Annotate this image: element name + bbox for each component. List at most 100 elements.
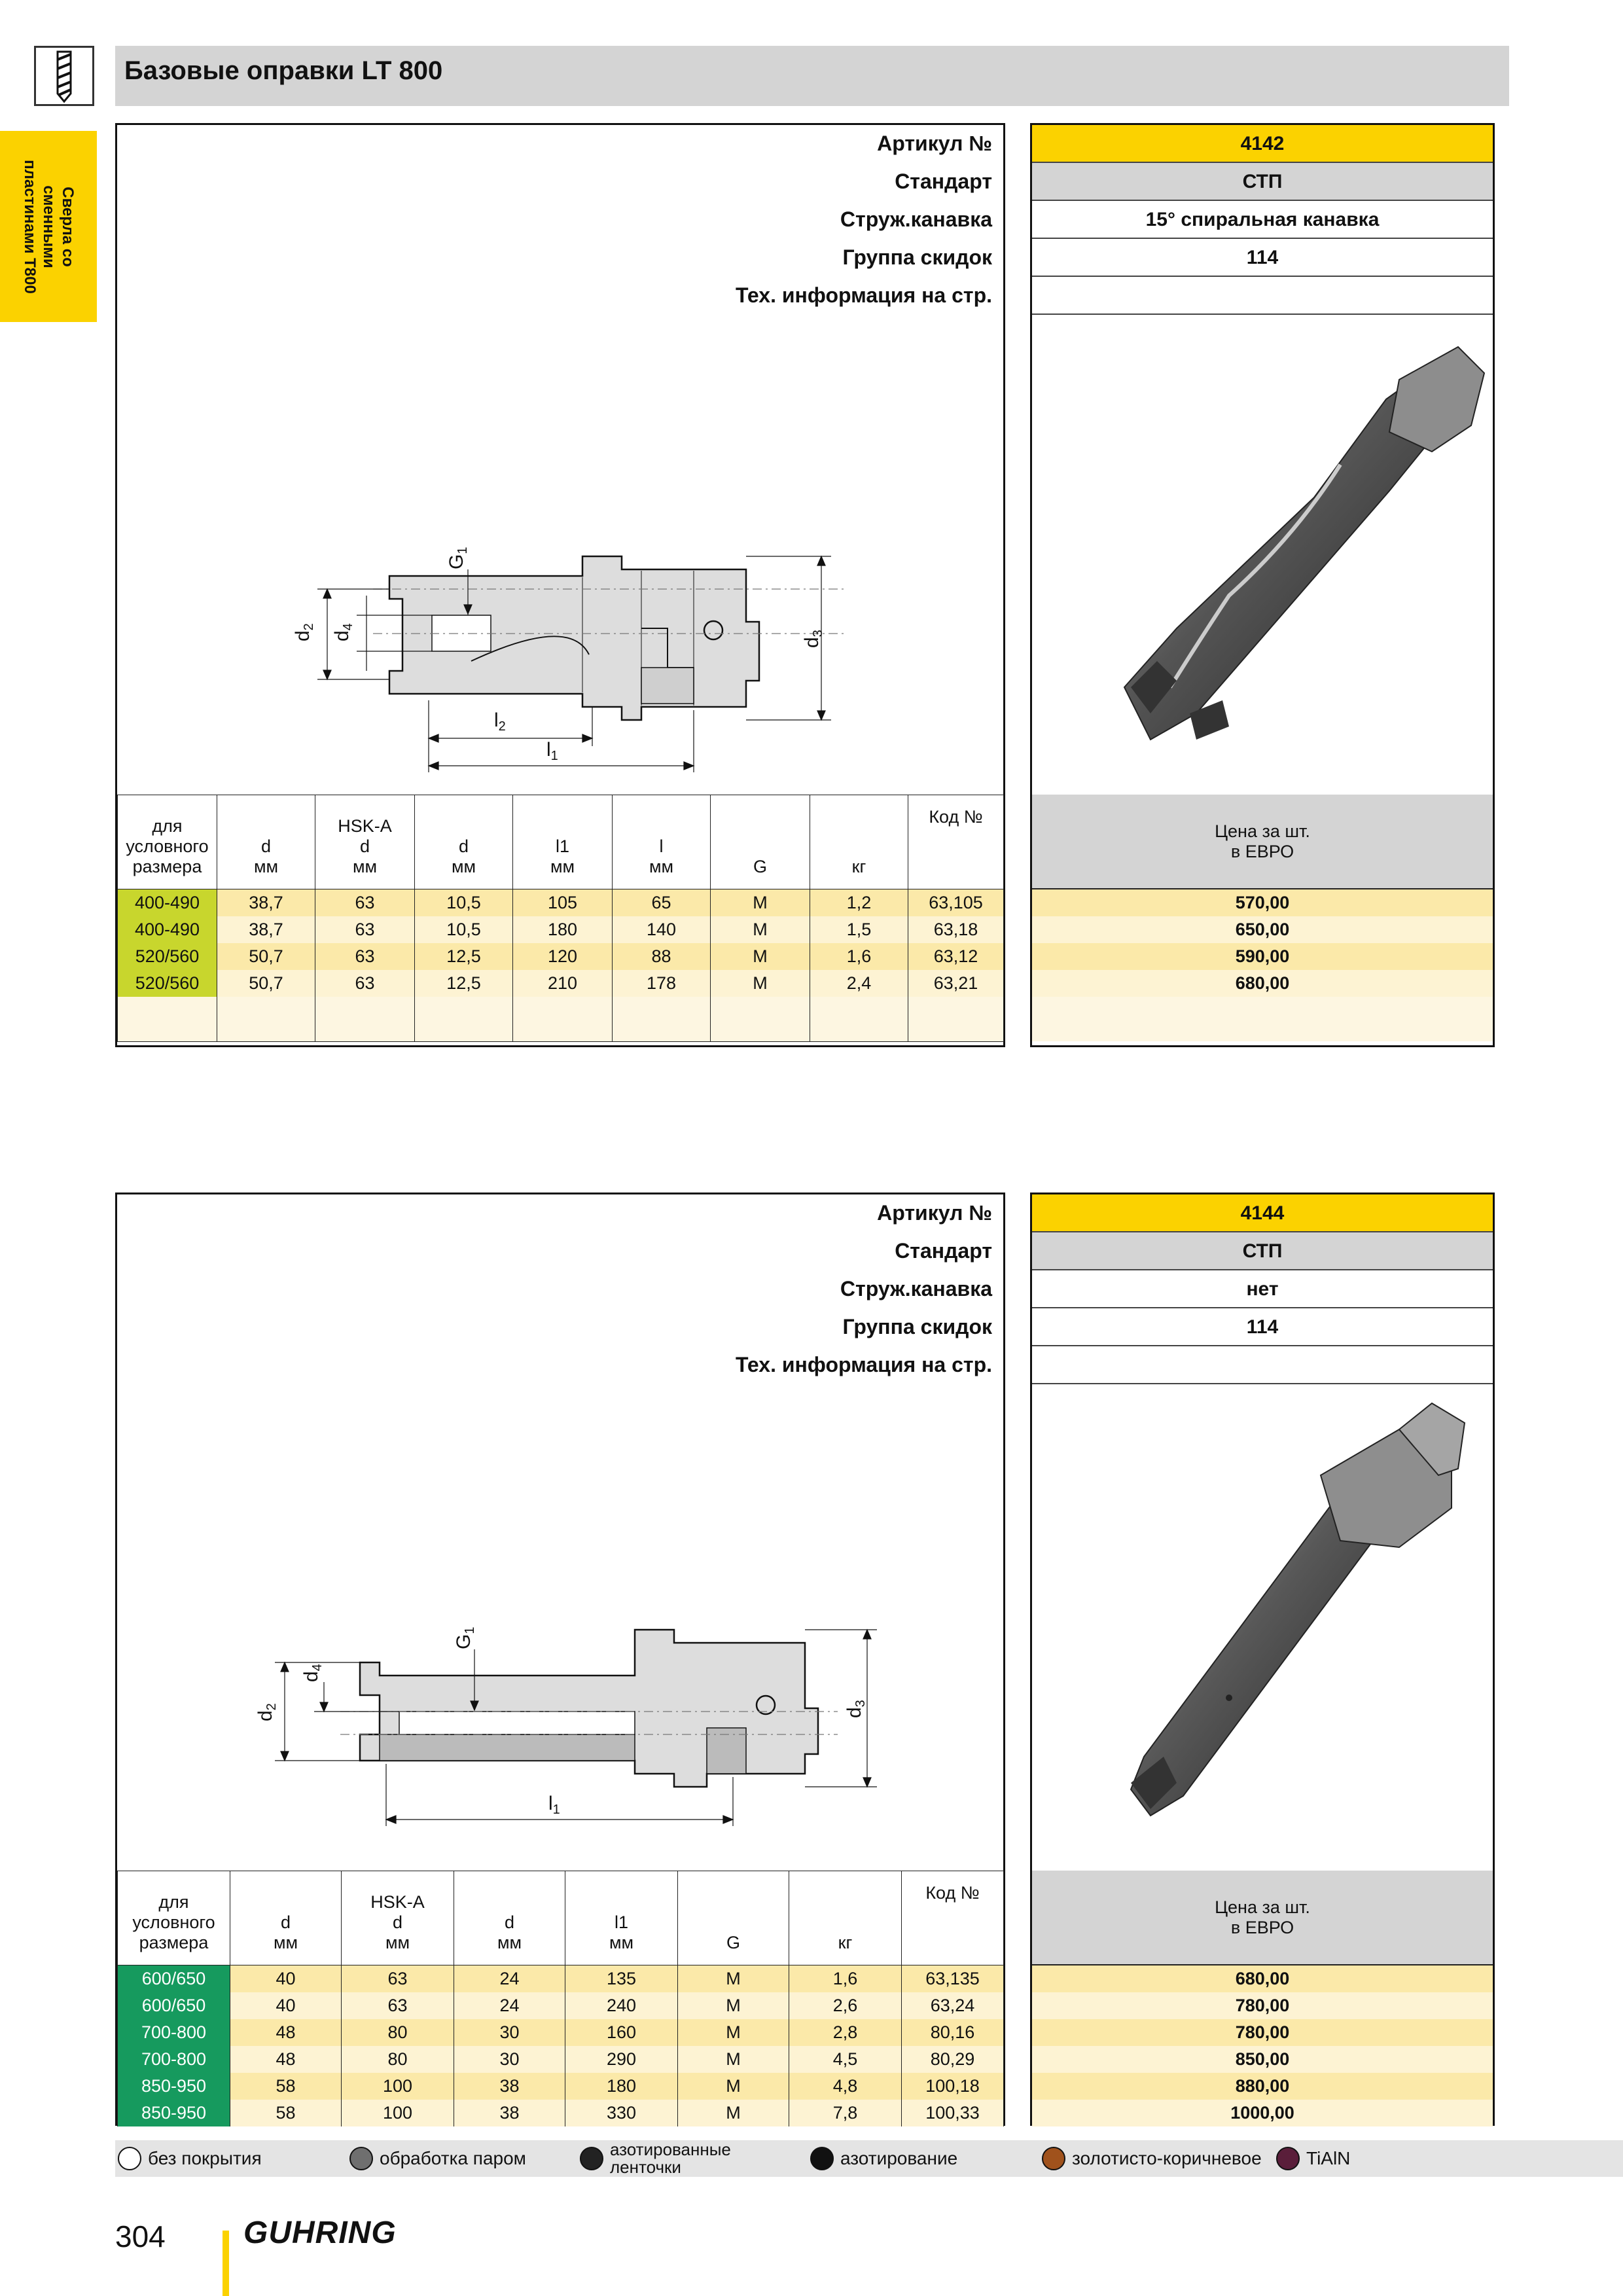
label-techinfo: Тех. информация на стр. [735, 283, 992, 307]
table-cell: 63 [315, 943, 415, 970]
nitrided-margins-icon [580, 2147, 603, 2170]
drill-bit-icon [56, 50, 72, 103]
table-cell: 63 [315, 970, 415, 997]
label-flute: Струж.канавка [840, 1277, 992, 1300]
table-cell: 40 [230, 1992, 342, 2019]
table-cell-empty [217, 997, 315, 1042]
table-cell: 63,21 [908, 970, 1004, 997]
dim-d2: d [255, 1710, 276, 1721]
standard-value: СТП [1032, 1232, 1493, 1270]
table-cell-empty [414, 997, 513, 1042]
table-cell: 50,7 [217, 943, 315, 970]
table-cell: M [677, 2046, 789, 2073]
label-article: Артикул № [877, 1201, 992, 1225]
table-cell: 240 [565, 1992, 678, 2019]
table-cell: 63 [315, 889, 415, 916]
side-tab-label: Сверла со сменными пластинами T800 [20, 159, 77, 294]
label-article: Артикул № [877, 132, 992, 155]
dim-l1-sub: 1 [553, 1803, 560, 1817]
dim-l1-sub: 1 [551, 749, 558, 763]
table-cell: 10,5 [414, 889, 513, 916]
table-cell: 330 [565, 2100, 678, 2126]
svg-text:G1: G1 [453, 1627, 477, 1649]
price-row: 650,00 [1032, 916, 1493, 943]
price-header: Цена за шт.в ЕВРО [1032, 795, 1493, 889]
table-cell: 12,5 [414, 970, 513, 997]
table-cell: 88 [612, 943, 711, 970]
svg-text:d4: d4 [331, 623, 355, 641]
table-cell: M [677, 2100, 789, 2126]
dim-l1: l [548, 1793, 553, 1814]
table-cell: 290 [565, 2046, 678, 2073]
article-number: 4142 [1032, 125, 1493, 163]
price-row: 1000,00 [1032, 2100, 1493, 2126]
price-row: 880,00 [1032, 2073, 1493, 2100]
table-cell: M [677, 1992, 789, 2019]
label-standard: Стандарт [895, 1239, 992, 1263]
page-number: 304 [115, 2219, 166, 2253]
table-cell: 63,18 [908, 916, 1004, 943]
table-cell: 2,8 [789, 2019, 902, 2046]
techinfo-value [1032, 277, 1493, 315]
price-cell: 680,00 [1032, 1965, 1493, 1992]
product-2-image [1130, 1402, 1466, 1817]
discount-value: 114 [1032, 1308, 1493, 1346]
table-cell: 1,6 [789, 1965, 902, 1992]
table-cell: 100,18 [901, 2073, 1004, 2100]
table-cell: 58 [230, 2100, 342, 2126]
label-standard: Стандарт [895, 170, 992, 193]
side-tab-label-wrap: Сверла со сменными пластинами T800 [0, 131, 97, 322]
table-cell-empty [810, 997, 908, 1042]
table-cell: 38,7 [217, 889, 315, 916]
dim-d3: d [844, 1707, 865, 1718]
table-cell: 63,24 [901, 1992, 1004, 2019]
table-cell: M [710, 889, 810, 916]
table-cell: 24 [454, 1992, 565, 2019]
legend-item: без покрытия [118, 2140, 262, 2177]
price-cell: 780,00 [1032, 1992, 1493, 2019]
col-kg: кг [789, 1871, 902, 1965]
discount-value: 114 [1032, 239, 1493, 277]
table-cell: 700-800 [117, 2046, 230, 2073]
table-cell: 58 [230, 2073, 342, 2100]
table-cell: 4,5 [789, 2046, 902, 2073]
price-cell: 590,00 [1032, 943, 1493, 970]
svg-text:d2: d2 [255, 1703, 279, 1721]
table-cell: 38 [454, 2100, 565, 2126]
table-cell: 63,135 [901, 1965, 1004, 1992]
dim-d4: d [331, 630, 353, 641]
table-cell: 1,6 [810, 943, 908, 970]
techinfo-value [1032, 1346, 1493, 1384]
flute-value: нет [1032, 1270, 1493, 1308]
table-cell: 180 [512, 916, 613, 943]
label-flute: Струж.канавка [840, 207, 992, 231]
dim-d2-sub: 2 [264, 1703, 279, 1710]
col-code: Код № [908, 795, 1004, 889]
table-row-empty [117, 997, 1004, 1042]
table-cell-empty [315, 997, 415, 1042]
price-cell: 780,00 [1032, 2019, 1493, 2046]
table-cell: 850-950 [117, 2100, 230, 2126]
dim-d4-sub: 4 [341, 623, 355, 630]
table-cell-empty [612, 997, 711, 1042]
table-cell: 63 [315, 916, 415, 943]
gold-brown-icon [1042, 2147, 1065, 2170]
table-cell: 38 [454, 2073, 565, 2100]
dim-g1: G [446, 554, 467, 569]
tialn-icon [1276, 2147, 1300, 2170]
col-kg: кг [810, 795, 908, 889]
table-cell: 120 [512, 943, 613, 970]
table-cell: 12,5 [414, 943, 513, 970]
price-header: Цена за шт.в ЕВРО [1032, 1871, 1493, 1965]
dim-g1-sub: 1 [463, 1627, 477, 1634]
